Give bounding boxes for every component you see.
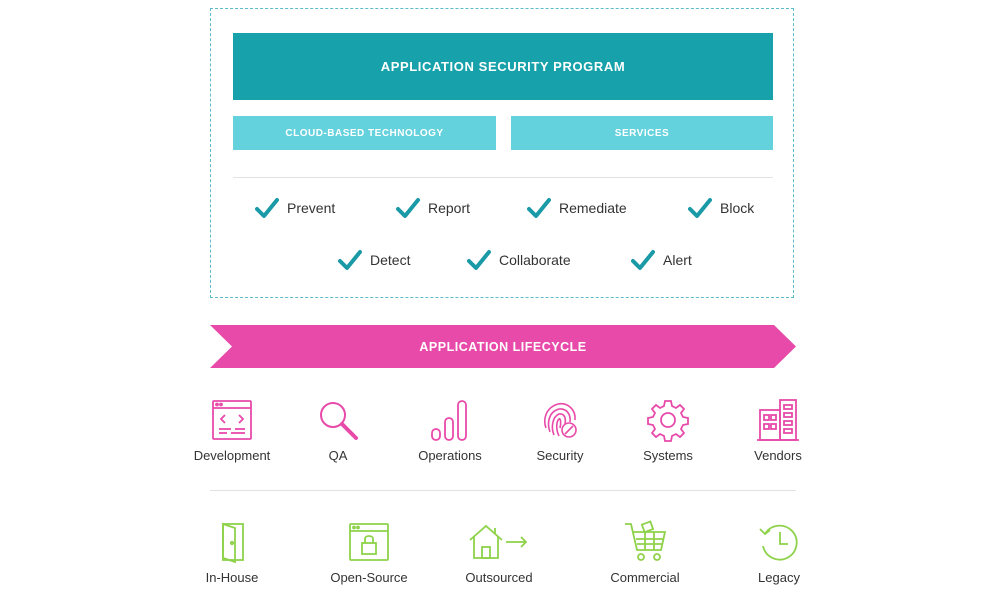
source-open-source: Open-Source bbox=[314, 520, 424, 585]
stage-label: QA bbox=[328, 448, 348, 463]
services-box: SERVICES bbox=[511, 116, 773, 150]
cloud-technology-box: CLOUD-BASED TECHNOLOGY bbox=[233, 116, 496, 150]
sources-divider bbox=[210, 490, 796, 491]
checkmark-icon bbox=[688, 198, 712, 218]
capability-block: Block bbox=[688, 197, 754, 219]
code-window-icon bbox=[212, 400, 252, 440]
security-program-frame bbox=[210, 8, 794, 298]
program-title: APPLICATION SECURITY PROGRAM bbox=[380, 59, 626, 74]
capability-label: Alert bbox=[663, 252, 692, 268]
lifecycle-title: APPLICATION LIFECYCLE bbox=[419, 339, 587, 354]
stage-label: Vendors bbox=[754, 448, 802, 463]
capability-label: Detect bbox=[370, 252, 411, 268]
cloud-technology-label: CLOUD-BASED TECHNOLOGY bbox=[285, 127, 444, 139]
capability-detect: Detect bbox=[338, 249, 410, 271]
program-divider bbox=[233, 177, 773, 178]
source-label: In-House bbox=[205, 570, 259, 585]
checkmark-icon bbox=[338, 250, 362, 270]
door-icon bbox=[222, 522, 244, 564]
application-lifecycle-banner: APPLICATION LIFECYCLE bbox=[210, 325, 796, 368]
capability-prevent: Prevent bbox=[255, 197, 335, 219]
capability-label: Block bbox=[720, 200, 755, 216]
source-commercial: Commercial bbox=[590, 520, 700, 585]
stage-operations: Operations bbox=[395, 398, 505, 463]
chevron-arrow-shape bbox=[210, 325, 796, 368]
gear-icon bbox=[647, 400, 689, 442]
capability-label: Prevent bbox=[287, 200, 336, 216]
clock-history-icon bbox=[759, 524, 798, 561]
capability-remediate: Remediate bbox=[527, 197, 627, 219]
source-label: Open-Source bbox=[330, 570, 408, 585]
checkmark-icon bbox=[527, 198, 551, 218]
building-icon bbox=[757, 399, 799, 441]
checkmark-icon bbox=[467, 250, 491, 270]
capability-label: Remediate bbox=[559, 200, 627, 216]
source-label: Outsourced bbox=[465, 570, 533, 585]
stage-development: Development bbox=[177, 398, 287, 463]
bar-chart-icon bbox=[431, 400, 467, 441]
capability-collaborate: Collaborate bbox=[467, 249, 571, 271]
source-in-house: In-House bbox=[177, 520, 287, 585]
stage-vendors: Vendors bbox=[723, 398, 833, 463]
application-security-program-bar: APPLICATION SECURITY PROGRAM bbox=[233, 33, 773, 100]
stage-label: Security bbox=[536, 448, 584, 463]
capability-label: Collaborate bbox=[499, 252, 571, 268]
checkmark-icon bbox=[396, 198, 420, 218]
source-outsourced: Outsourced bbox=[444, 520, 554, 585]
stage-label: Operations bbox=[418, 448, 482, 463]
stage-security: Security bbox=[505, 398, 615, 463]
lock-window-icon bbox=[349, 523, 389, 561]
stage-qa: QA bbox=[283, 398, 393, 463]
magnifier-icon bbox=[320, 402, 358, 440]
source-legacy: Legacy bbox=[724, 520, 834, 585]
fingerprint-icon bbox=[543, 402, 577, 438]
services-label: SERVICES bbox=[614, 127, 670, 139]
checkmark-icon bbox=[631, 250, 655, 270]
checkmark-icon bbox=[255, 198, 279, 218]
capability-alert: Alert bbox=[631, 249, 692, 271]
source-label: Legacy bbox=[758, 570, 800, 585]
stage-label: Development bbox=[193, 448, 271, 463]
stage-systems: Systems bbox=[613, 398, 723, 463]
source-label: Commercial bbox=[610, 570, 680, 585]
capability-label: Report bbox=[428, 200, 471, 216]
shopping-cart-icon bbox=[625, 520, 667, 561]
stage-label: Systems bbox=[643, 448, 693, 463]
capability-report: Report bbox=[396, 197, 470, 219]
house-arrow-icon bbox=[469, 524, 528, 559]
